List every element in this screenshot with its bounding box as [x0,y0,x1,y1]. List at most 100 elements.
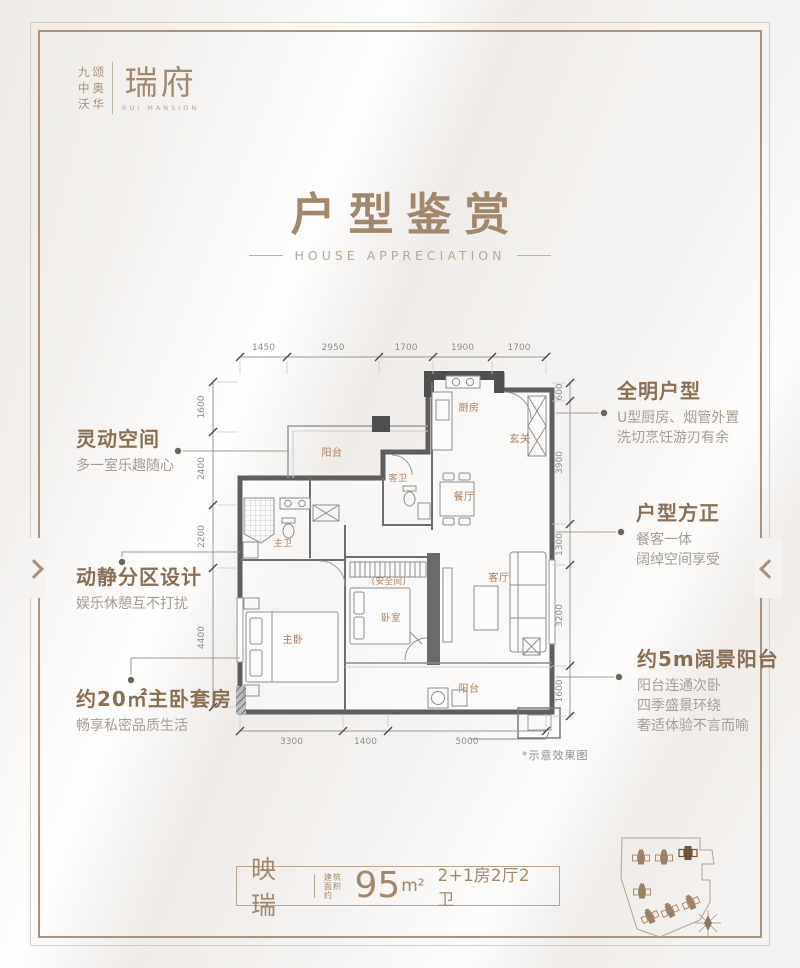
plant-stand [522,637,541,656]
kitchen-corner-wall [424,371,434,397]
guest-bath-door-arc [391,454,413,476]
master-toilet-tank [281,517,296,524]
svg-text:餐厅: 餐厅 [454,490,475,503]
callout-leader-lines [118,409,625,684]
svg-text:1300: 1300 [555,533,565,556]
brand-developer-names: 九颂 中奥 沃华 [78,64,107,112]
equipment-unit [527,714,552,731]
entry-closet [527,395,547,457]
kitchen-counter [431,391,453,451]
balcony-door-arc [404,637,428,661]
svg-text:1600: 1600 [197,395,207,418]
svg-text:玄关: 玄关 [509,432,531,445]
svg-text:2200: 2200 [197,525,207,548]
building-icon [633,883,651,899]
area-label-bottom: 面积约 [323,881,342,900]
subtitle-dash-left [248,255,283,256]
hatched-corner [236,686,246,714]
area-label-top: 建筑 [323,872,342,882]
master-bed [243,597,339,697]
svg-text:3300: 3300 [280,737,303,747]
building-icon [679,891,702,913]
building-icon [638,905,661,927]
vanity [279,497,311,510]
siteplan-boundary [620,837,715,938]
unit-layout: 2+1房2厅2卫 [437,866,530,909]
balcony-sink [451,689,468,707]
callout-line: 四季盛景环绕 [637,698,721,714]
master-door-arc [319,560,346,587]
svg-text:2950: 2950 [322,343,345,353]
subtitle-text: HOUSE APPRECIATION [294,248,506,263]
callout-heading: 户型方正 [636,501,720,525]
summary-divider [313,874,315,898]
floorplan-furniture [242,375,547,709]
callout-flexible-space: 灵动空间 多一室乐趣随心 [76,428,174,476]
dining-table [439,472,475,526]
guest-bath-walls [382,478,432,526]
wall-block [372,416,390,432]
washer [427,687,449,709]
callout-heading: 全明户型 [617,379,701,403]
callout-line: 畅享私密品质生活 [76,718,188,734]
callout-master-suite: 约20㎡主卧套房 畅享私密品质生活 [76,688,232,736]
sofa [509,551,547,653]
logo-project-name: 瑞府 RUI MANSION [122,62,200,112]
svg-text:客厅: 客厅 [489,571,510,584]
project-name-en: RUI MANSION [122,103,200,112]
callout-line: 娱乐休憩互不打扰 [76,596,188,612]
callout-square-layout: 户型方正 餐客一体 阔绰空间享受 [636,502,776,570]
callout-bright-layout: 全明户型 U型厨房、烟管外置 洗切烹饪游刃有余 [617,380,767,448]
callout-line: 多一室乐趣随心 [76,458,174,474]
compass-icon [695,910,721,936]
callout-heading: 约20㎡主卧套房 [76,687,232,711]
outer-border-frame [30,22,770,946]
window-right [548,559,556,645]
brand-logo: 九颂 中奥 沃华 瑞府 RUI MANSION [78,62,199,114]
unit-name: 映瑞 [251,855,282,920]
coffee-table [473,585,499,631]
area-unit: m² [401,876,425,896]
svg-text:3200: 3200 [555,604,565,627]
svg-text:5000: 5000 [456,737,479,747]
svg-text:1450: 1450 [252,343,275,353]
svg-text:1700: 1700 [395,343,418,353]
window-left [236,597,244,663]
brand-line-2: 中奥 [78,81,107,95]
middle-wall [427,553,440,665]
disclaimer-note: *示意效果图 [522,749,589,762]
callout-line: 阔绰空间享受 [636,552,720,568]
page-subtitle: HOUSE APPRECIATION [0,248,800,263]
project-name-cn: 瑞府 [124,62,197,102]
callout-line: 洗切烹饪游刃有余 [617,430,729,446]
svg-text:600: 600 [555,383,565,400]
toilet-tank [402,485,417,492]
area-value: 95 [354,865,401,906]
building-icon [655,849,673,865]
svg-text:厨房: 厨房 [459,401,480,414]
callout-line: 阳台连通次卧 [637,678,721,694]
callout-heading: 约5m阔景阳台 [637,647,779,671]
siteplan [620,837,721,938]
left-border-break [18,538,46,598]
svg-text:1600: 1600 [555,679,565,702]
callout-heading: 动静分区设计 [76,565,202,589]
master-closet [312,504,340,522]
brand-line-3: 沃华 [78,97,107,111]
kitchen-sink [435,399,450,421]
callout-line: 餐客一体 [636,532,692,548]
svg-text:1900: 1900 [451,343,474,353]
svg-text:客卫: 客卫 [388,472,407,484]
guest-toilet [403,491,416,507]
right-border-break [754,538,782,598]
callout-wide-balcony: 约5m阔景阳台 阳台连通次卧 四季盛景环绕 奢适体验不言而喻 [637,648,787,736]
logo-divider [112,62,113,114]
unit-summary-box: 映瑞 建筑 面积约 95 m² 2+1房2厅2卫 [236,855,560,920]
svg-text:1700: 1700 [508,343,531,353]
brand-line-1: 九颂 [78,65,107,79]
svg-text:1400: 1400 [354,737,377,747]
area-label: 建筑 面积约 [324,873,351,900]
